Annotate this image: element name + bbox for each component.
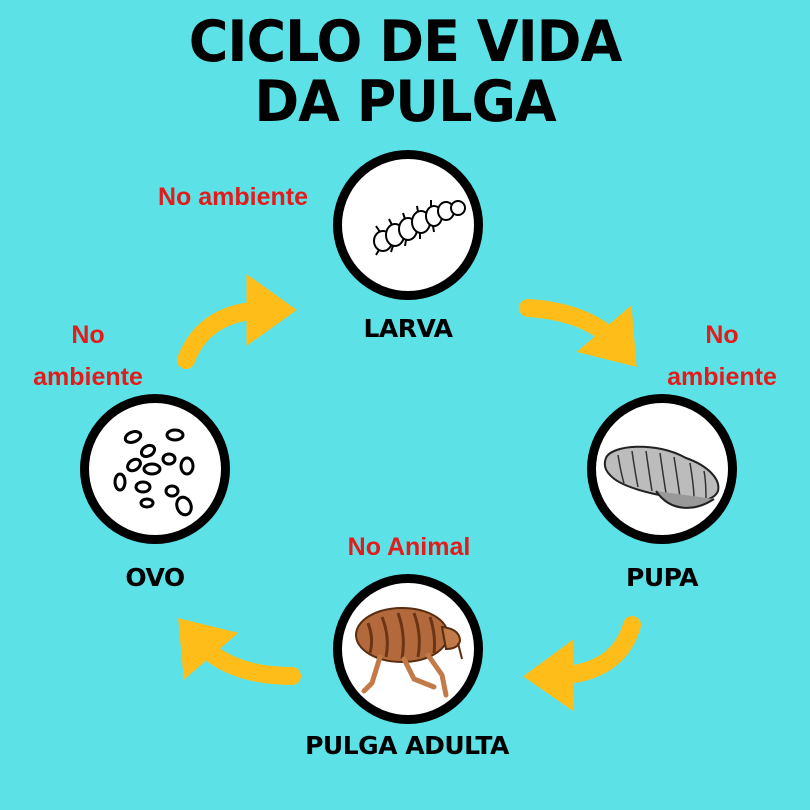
arrow-adult-to-egg (197, 640, 292, 676)
adult-flea-label: PULGA ADULTA (262, 731, 552, 760)
egg-location-line-1: No (2, 314, 174, 356)
arrow-egg-to-larva (186, 310, 268, 360)
adult-flea-circle (333, 574, 483, 724)
larva-icon (342, 159, 474, 291)
pupa-icon (596, 403, 728, 535)
eggs-icon (89, 403, 221, 535)
egg-location-line-2: ambiente (2, 356, 174, 398)
flea-icon (342, 583, 474, 715)
pupa-location-line-1: No (640, 314, 804, 356)
arrow-larva-to-pupa (528, 308, 618, 345)
pupa-location-line-2: ambiente (640, 356, 804, 398)
arrow-pupa-to-adult (552, 625, 632, 676)
adult-flea-location: No Animal (300, 526, 518, 568)
pupa-label: PUPA (587, 563, 737, 592)
egg-label: OVO (80, 563, 230, 592)
egg-circle (80, 394, 230, 544)
larva-location: No ambiente (126, 176, 340, 218)
larva-circle (333, 150, 483, 300)
pupa-circle (587, 394, 737, 544)
larva-label: LARVA (333, 314, 483, 343)
